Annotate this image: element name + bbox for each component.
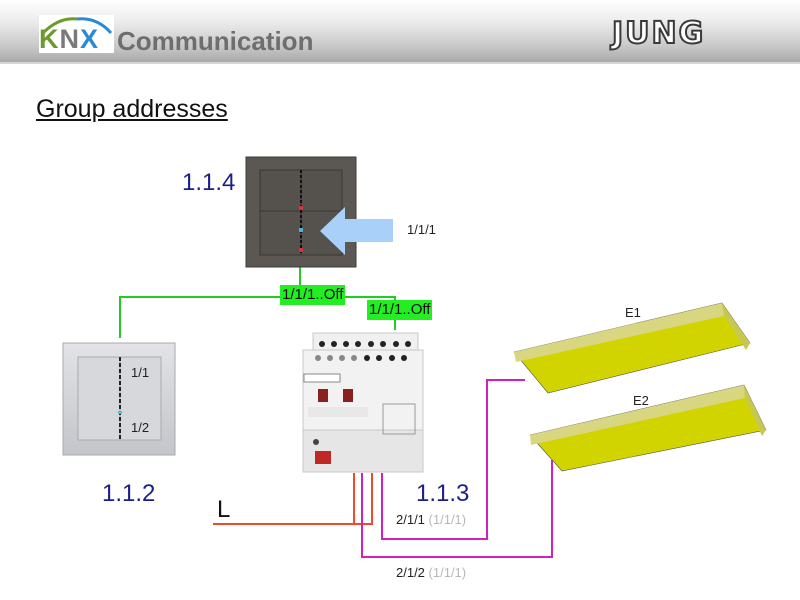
output-channel-2: 2/1/2 (1/1/1) — [396, 566, 466, 579]
group-address-label: 1/1/1 — [407, 222, 436, 237]
rocker-left[interactable] — [77, 356, 121, 441]
device-address-1-1-4: 1.1.4 — [182, 169, 236, 196]
press-arrow-icon — [320, 207, 393, 255]
rocker-right[interactable] — [119, 356, 162, 441]
output-1-address: 2/1/1 — [396, 512, 425, 527]
jung-logo: JUNG — [611, 16, 706, 51]
rocker-bottom-left[interactable] — [259, 210, 302, 256]
manual-switch-2[interactable] — [343, 389, 353, 402]
knx-logo: KNX — [39, 15, 114, 53]
load-lines — [361, 379, 553, 558]
push-button-4gang[interactable] — [245, 156, 357, 268]
output-1-secondary: (1/1/1) — [428, 512, 467, 527]
led-blue-icon — [299, 228, 303, 232]
label-plate — [308, 407, 368, 417]
switch-actuator[interactable] — [302, 332, 424, 473]
lamp-e1 — [513, 302, 751, 394]
lamp-label-e2: E2 — [633, 393, 649, 408]
mains-lines — [213, 473, 373, 525]
output-channel-1: 2/1/1 (1/1/1) — [396, 513, 466, 526]
page-title: Group addresses — [36, 95, 228, 123]
knx-wordmark: KNX — [39, 26, 99, 53]
mains-label: L — [217, 496, 231, 523]
header-title: Communication — [117, 26, 314, 56]
led-blue-icon — [118, 411, 122, 414]
device-address-1-1-3: 1.1.3 — [416, 480, 470, 507]
rocker-label-top: 1/1 — [131, 365, 150, 380]
knx-n: N — [59, 24, 80, 54]
output-2-secondary: (1/1/1) — [428, 565, 467, 580]
knx-k: K — [39, 24, 60, 54]
rocker-top-right[interactable] — [300, 169, 343, 212]
header-bar: KNX Communication JUNG — [0, 0, 800, 64]
knx-arc-icon — [41, 17, 113, 35]
manual-switch-1[interactable] — [318, 389, 328, 402]
knx-x: X — [80, 24, 100, 54]
rocker-top-left[interactable] — [259, 169, 302, 212]
terminal-screws-icon — [315, 341, 411, 361]
device-address-1-1-2: 1.1.2 — [102, 480, 156, 507]
led-red-icon — [299, 248, 303, 252]
push-button-2gang[interactable] — [62, 342, 176, 456]
led-red-icon — [299, 206, 303, 210]
bus-lines — [119, 266, 396, 338]
load-line-e1 — [381, 379, 525, 540]
prog-led-icon — [313, 439, 319, 445]
bus-terminal — [315, 451, 331, 464]
jung-mini-logo — [303, 373, 341, 383]
output-2-address: 2/1/2 — [396, 565, 425, 580]
telegram-tag-bus: 1/1/1..Off — [280, 285, 346, 305]
telegram-tag-actuator: 1/1/1..Off — [367, 300, 433, 320]
lamp-label-e1: E1 — [625, 305, 641, 320]
channel-grid — [382, 403, 416, 435]
load-line-e2 — [361, 460, 553, 558]
lamp-e2 — [529, 384, 767, 472]
rocker-label-bottom: 1/2 — [131, 420, 150, 435]
